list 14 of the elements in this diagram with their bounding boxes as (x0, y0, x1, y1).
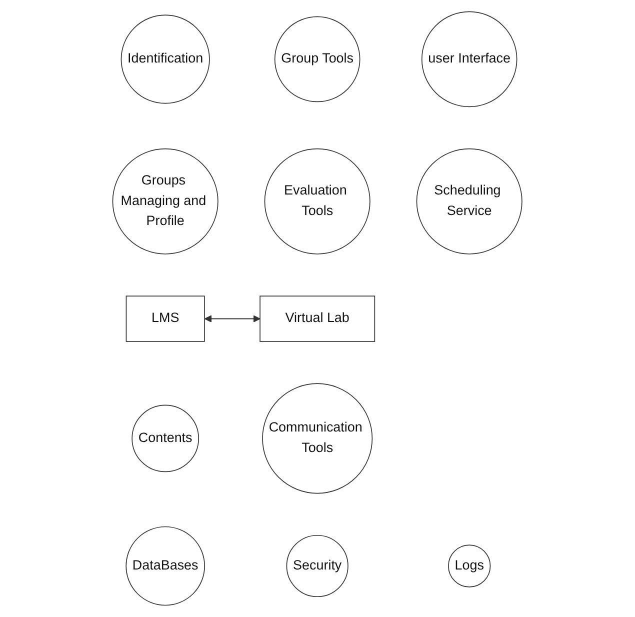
node-circle: Communication Tools (262, 383, 373, 494)
node-circle: user Interface (422, 11, 518, 108)
node-circle: Identification (120, 14, 210, 104)
node-box: Virtual Lab (260, 296, 376, 342)
arrow (204, 315, 261, 322)
node-circle: Group Tools (274, 16, 360, 102)
node-circle: DataBases (126, 526, 206, 606)
node-box: LMS (126, 296, 205, 342)
node-circle: Logs (448, 544, 491, 588)
node-circle: Evaluation Tools (264, 148, 371, 254)
node-circle: Scheduling Service (416, 148, 523, 254)
node-circle: Contents (132, 404, 200, 472)
node-circle: Groups Managing and Profile (112, 148, 219, 254)
node-circle: Security (286, 534, 349, 598)
